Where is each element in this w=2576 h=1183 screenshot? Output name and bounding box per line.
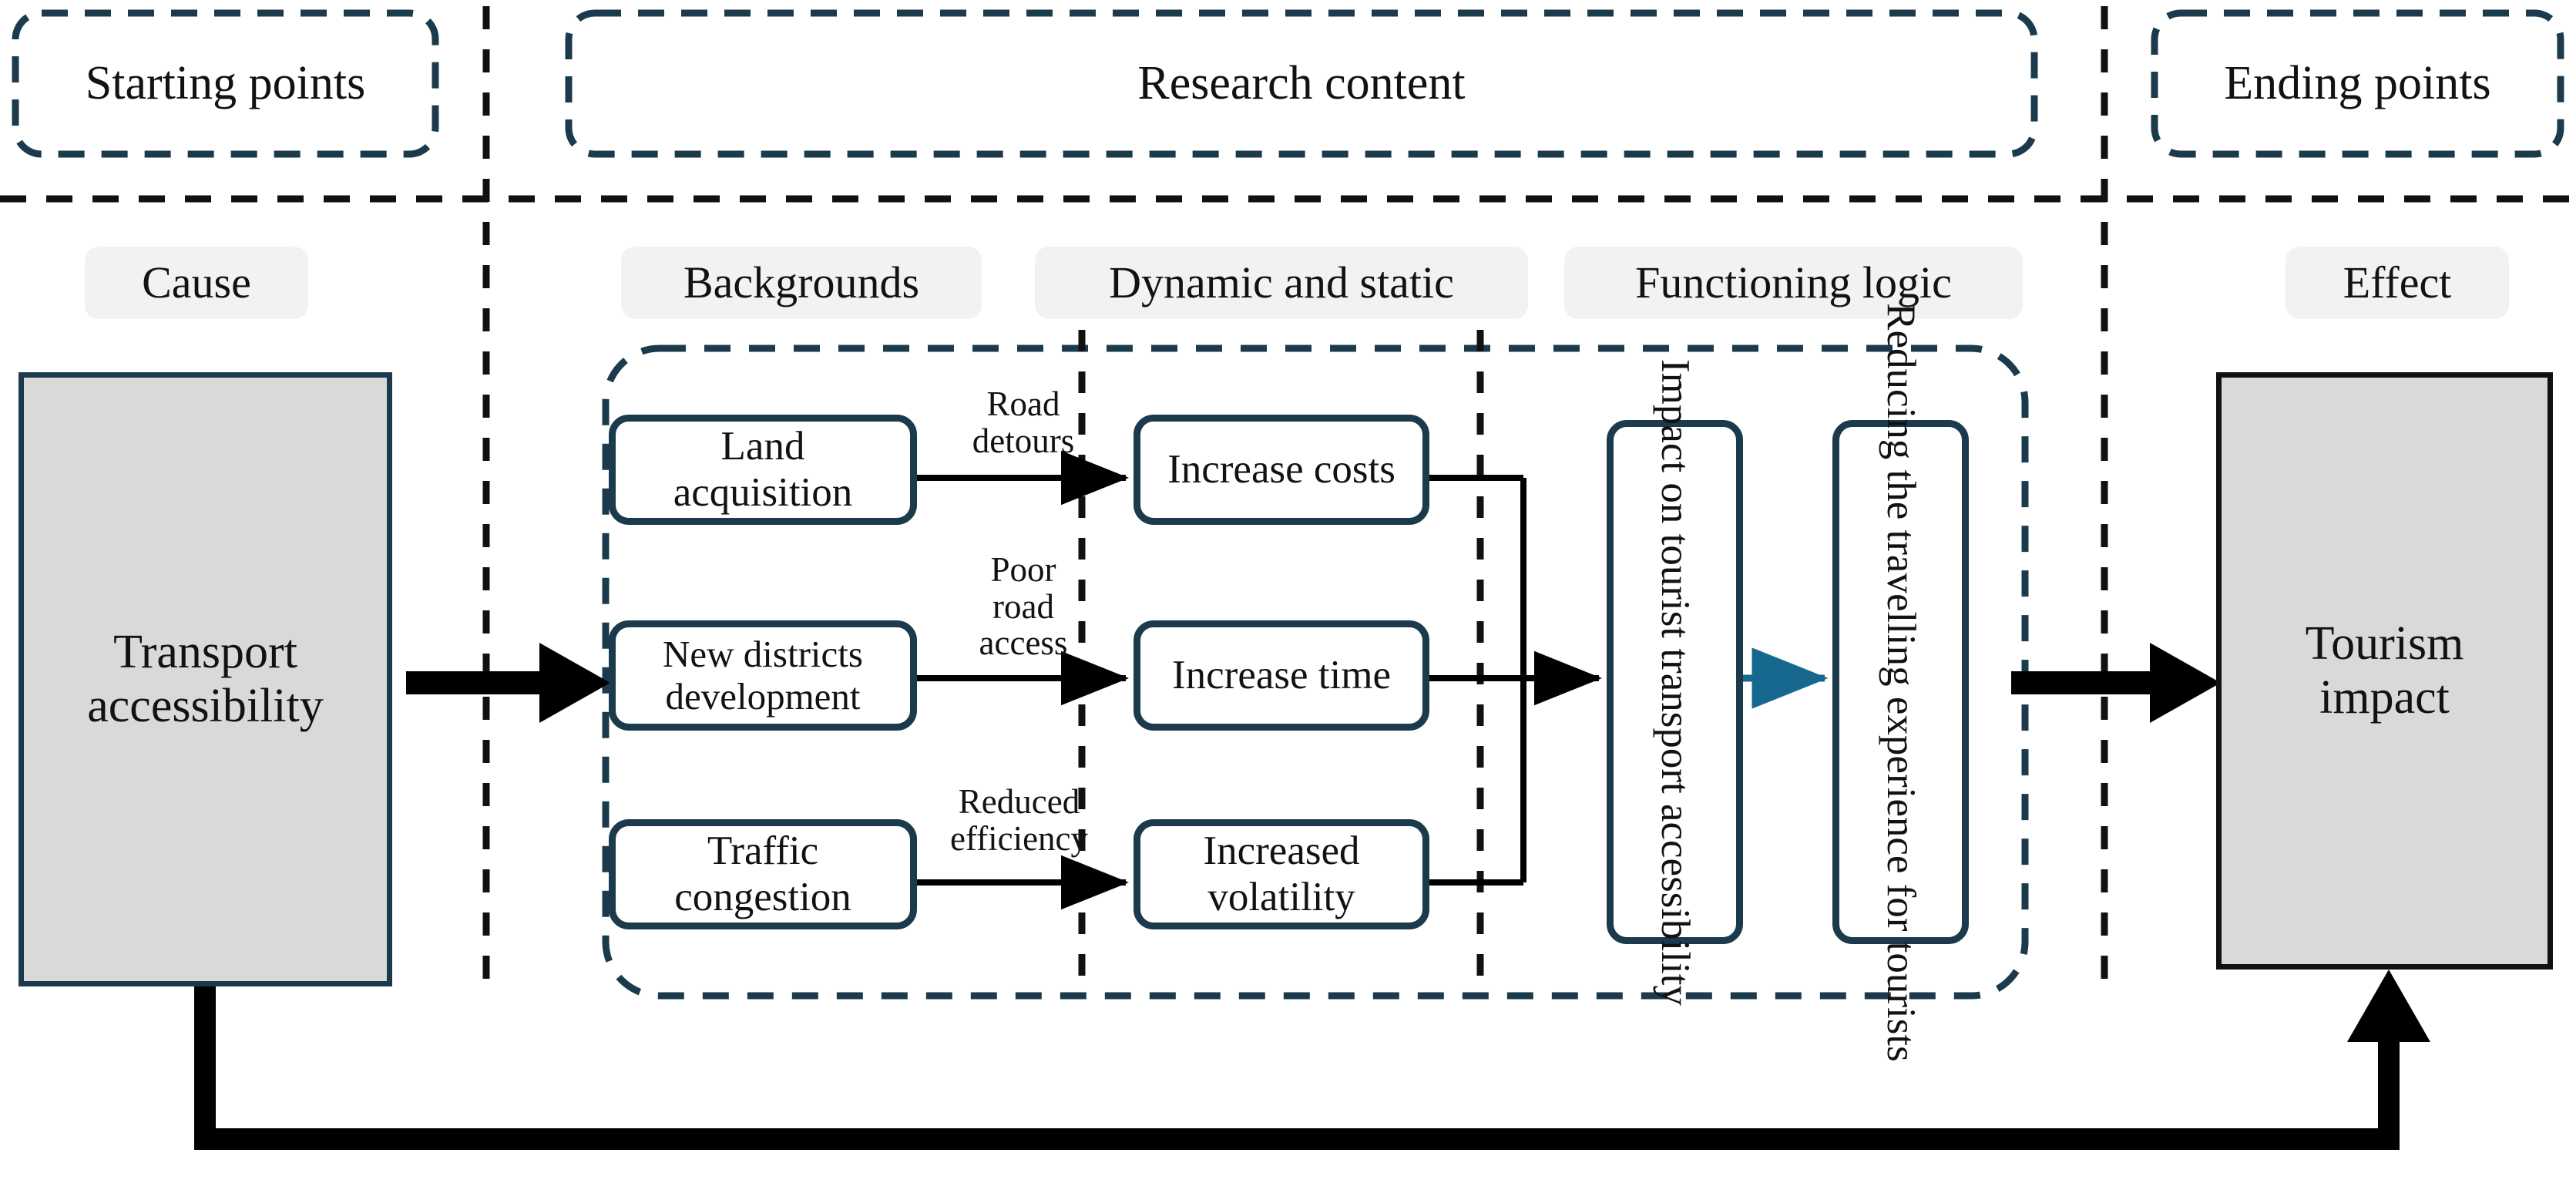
edge-label-road-detours-line1: Road bbox=[986, 385, 1060, 424]
band-title-starting-points: Starting points bbox=[85, 56, 366, 109]
band-title-research-content: Research content bbox=[1137, 56, 1466, 109]
node-transport-accessibility-label: Transport accessibility bbox=[87, 626, 324, 732]
node-new-districts-development[interactable]: New districts development bbox=[609, 620, 917, 731]
connector-merge-bus bbox=[1429, 475, 1602, 886]
node-increased-volatility[interactable]: Increased volatility bbox=[1134, 819, 1429, 929]
edge-label-reduced-efficiency-line2: efficiency bbox=[949, 819, 1089, 858]
column-header-cause: Cause bbox=[85, 247, 308, 319]
column-header-effect: Effect bbox=[2285, 247, 2509, 319]
edge-label-road-detours: Road detours bbox=[927, 373, 1120, 473]
column-header-backgrounds: Backgrounds bbox=[621, 247, 982, 319]
band-title-ending-points: Ending points bbox=[2224, 56, 2491, 109]
node-new-districts-development-label: New districts development bbox=[663, 632, 863, 718]
edge-label-poor-road-access-line1: Poor bbox=[990, 549, 1056, 589]
node-transport-accessibility[interactable]: Transport accessibility bbox=[18, 372, 392, 986]
node-increased-volatility-label: Increased volatility bbox=[1203, 828, 1360, 919]
node-increase-time[interactable]: Increase time bbox=[1134, 620, 1429, 731]
arrow-cause-to-research bbox=[406, 643, 610, 723]
node-reducing-travelling-experience-label: Reducing the travelling experience for t… bbox=[1878, 302, 1923, 1062]
node-impact-on-tourist-transport-accessibility[interactable]: Impact on tourist transport accessibilit… bbox=[1607, 359, 1743, 1005]
column-header-dynamic-and-static: Dynamic and static bbox=[1035, 247, 1528, 319]
node-traffic-congestion-label: Traffic congestion bbox=[674, 828, 851, 919]
edge-label-poor-road-access-line2: road bbox=[992, 586, 1054, 626]
node-reducing-travelling-experience[interactable]: Reducing the travelling experience for t… bbox=[1832, 303, 1969, 1061]
node-tourism-impact[interactable]: Tourism impact bbox=[2216, 372, 2553, 970]
node-increase-costs-label: Increase costs bbox=[1167, 446, 1395, 492]
edge-label-reduced-efficiency: Reduced efficiency bbox=[913, 771, 1125, 871]
node-land-acquisition-label: Land acquisition bbox=[673, 424, 853, 515]
edge-label-poor-road-access: Poor road access bbox=[927, 539, 1120, 674]
node-impact-on-tourist-transport-accessibility-label: Impact on tourist transport accessibilit… bbox=[1652, 358, 1698, 1006]
node-increase-time-label: Increase time bbox=[1172, 652, 1391, 697]
arrow-research-to-effect bbox=[2011, 643, 2221, 723]
edge-label-road-detours-line2: detours bbox=[972, 422, 1075, 460]
node-increase-costs[interactable]: Increase costs bbox=[1134, 415, 1429, 525]
column-header-functioning-logic: Functioning logic bbox=[1564, 247, 2023, 319]
edge-label-poor-road-access-line3: access bbox=[979, 623, 1068, 663]
node-tourism-impact-label: Tourism impact bbox=[2305, 617, 2464, 724]
node-traffic-congestion[interactable]: Traffic congestion bbox=[609, 819, 917, 929]
ending-points-frame bbox=[2151, 9, 2564, 158]
node-land-acquisition[interactable]: Land acquisition bbox=[609, 415, 917, 525]
edge-label-reduced-efficiency-line1: Reduced bbox=[958, 782, 1080, 822]
feedback-loop-arrow bbox=[194, 970, 2430, 1150]
starting-points-frame bbox=[12, 9, 439, 158]
research-content-frame bbox=[565, 9, 2038, 158]
